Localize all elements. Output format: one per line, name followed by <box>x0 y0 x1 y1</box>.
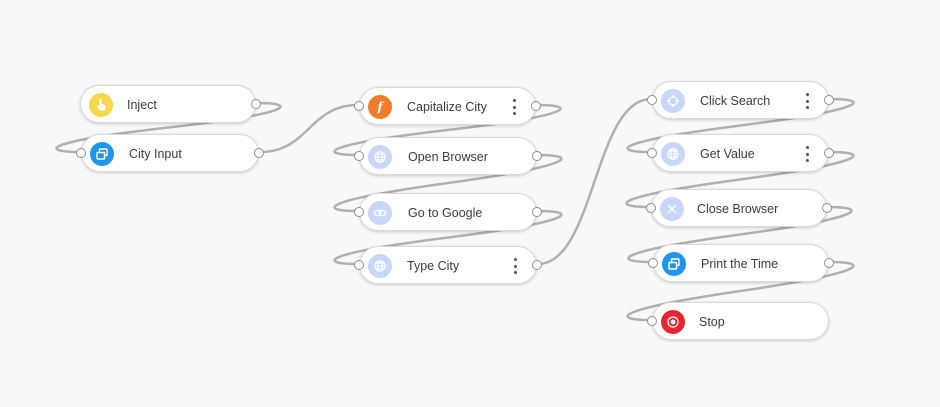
more-vert-icon[interactable] <box>512 258 518 274</box>
output-port[interactable] <box>822 203 832 213</box>
wire-type-city-to-click-search <box>537 97 652 266</box>
node-label: Print the Time <box>701 257 779 271</box>
output-port[interactable] <box>251 99 261 109</box>
globe-icon <box>368 145 392 169</box>
window-restore-icon <box>90 142 114 166</box>
svg-text:f: f <box>376 100 384 114</box>
input-port[interactable] <box>647 316 657 326</box>
more-vert-icon[interactable] <box>511 99 517 115</box>
output-port[interactable] <box>532 207 542 217</box>
node-label: City Input <box>129 147 182 161</box>
node-label: Close Browser <box>697 202 779 216</box>
node-label: Open Browser <box>408 150 488 164</box>
node-type-city[interactable]: Type City <box>354 246 542 284</box>
window-restore-icon <box>662 252 686 276</box>
crosshair-icon <box>661 89 685 113</box>
node-stop[interactable]: Stop <box>647 302 829 340</box>
output-port[interactable] <box>824 148 834 158</box>
node-close-browser[interactable]: Close Browser <box>646 189 832 227</box>
node-label: Capitalize City <box>407 100 487 114</box>
node-city-input[interactable]: City Input <box>76 134 264 172</box>
input-port[interactable] <box>648 258 658 268</box>
node-label: Click Search <box>700 94 771 108</box>
output-port[interactable] <box>531 101 541 111</box>
node-capitalize-city[interactable]: f Capitalize City <box>354 87 541 125</box>
input-port[interactable] <box>354 260 364 270</box>
node-label: Stop <box>699 315 725 329</box>
output-port[interactable] <box>254 148 264 158</box>
close-icon <box>660 197 684 221</box>
more-vert-icon[interactable] <box>804 93 810 109</box>
input-port[interactable] <box>647 148 657 158</box>
output-port[interactable] <box>532 151 542 161</box>
hand-pointer-icon <box>89 93 113 117</box>
input-port[interactable] <box>354 101 364 111</box>
output-port[interactable] <box>824 258 834 268</box>
node-inject[interactable]: Inject <box>80 85 261 123</box>
node-print-the-time[interactable]: Print the Time <box>648 244 834 282</box>
more-vert-icon[interactable] <box>804 146 810 162</box>
input-port[interactable] <box>354 207 364 217</box>
node-get-value[interactable]: Get Value <box>647 134 834 172</box>
output-port[interactable] <box>824 95 834 105</box>
input-port[interactable] <box>76 148 86 158</box>
link-icon <box>368 201 392 225</box>
globe-icon <box>368 254 392 278</box>
node-open-browser[interactable]: Open Browser <box>354 137 542 175</box>
node-label: Go to Google <box>408 206 483 220</box>
input-port[interactable] <box>647 95 657 105</box>
node-click-search[interactable]: Click Search <box>647 81 834 119</box>
input-port[interactable] <box>354 151 364 161</box>
wire-city-input-to-capitalize-city <box>259 103 359 154</box>
node-label: Get Value <box>700 147 755 161</box>
node-label: Type City <box>407 259 460 273</box>
node-label: Inject <box>127 98 157 112</box>
globe-icon <box>661 142 685 166</box>
output-port[interactable] <box>532 260 542 270</box>
node-go-to-google[interactable]: Go to Google <box>354 193 542 231</box>
function-icon: f <box>368 95 392 119</box>
stop-icon <box>661 310 685 334</box>
input-port[interactable] <box>646 203 656 213</box>
